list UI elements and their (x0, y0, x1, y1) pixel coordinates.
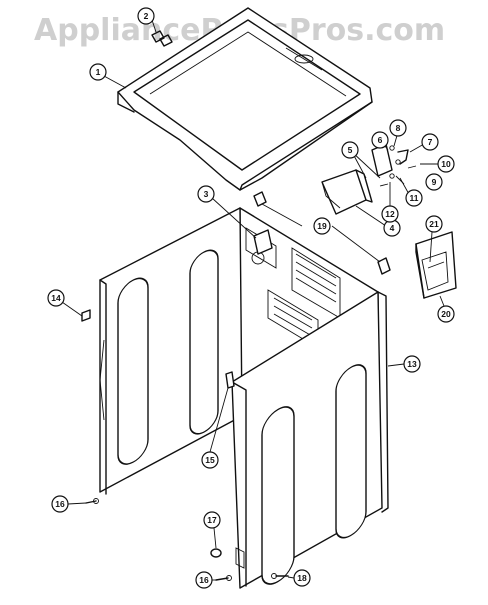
svg-text:5: 5 (348, 145, 353, 155)
callout-18: 18 (293, 569, 311, 587)
callout-20: 20 (437, 305, 455, 323)
screw-left-bottom[interactable] (85, 498, 99, 504)
svg-text:9: 9 (432, 177, 437, 187)
callout-12: 12 (381, 205, 399, 223)
lid-switch[interactable] (371, 143, 393, 177)
callout-13: 13 (403, 355, 421, 373)
callout-14: 14 (47, 289, 65, 307)
svg-text:7: 7 (428, 137, 433, 147)
svg-text:8: 8 (396, 123, 401, 133)
lid-switch-bracket[interactable] (321, 169, 373, 215)
svg-text:2: 2 (144, 11, 149, 21)
cabinet-left-side-panel[interactable] (99, 207, 243, 495)
callout-16-left: 16 (51, 495, 69, 513)
inner-bracket[interactable] (253, 229, 273, 255)
svg-text:12: 12 (385, 209, 395, 219)
callout-10: 10 (437, 155, 455, 173)
svg-text:11: 11 (410, 193, 419, 203)
svg-text:18: 18 (297, 573, 307, 583)
callout-2: 2 (137, 7, 155, 25)
callout-4: 4 (383, 219, 401, 237)
svg-text:16: 16 (199, 575, 209, 585)
svg-text:21: 21 (429, 219, 439, 229)
svg-text:10: 10 (441, 159, 451, 169)
callout-6: 6 (371, 131, 389, 149)
callout-8: 8 (389, 119, 407, 137)
callout-5: 5 (341, 141, 359, 159)
svg-text:4: 4 (390, 223, 395, 233)
hinge-bracket-left[interactable] (253, 191, 267, 207)
hinge-bracket-right[interactable] (377, 257, 391, 275)
svg-text:1: 1 (96, 67, 101, 77)
callout-11: 11 (405, 189, 423, 207)
callout-9: 9 (425, 173, 443, 191)
front-screw[interactable] (271, 573, 289, 579)
callout-21: 21 (425, 215, 443, 233)
cabinet-front-panel[interactable] (231, 291, 389, 591)
screw-front-bottom[interactable] (215, 575, 232, 581)
control-box[interactable] (415, 231, 457, 299)
panel-clip-left[interactable] (81, 309, 91, 322)
callout-17: 17 (203, 511, 221, 529)
svg-text:20: 20 (441, 309, 451, 319)
svg-text:13: 13 (407, 359, 417, 369)
top-screw-pair[interactable] (151, 30, 173, 47)
callout-15: 15 (201, 451, 219, 469)
top-panel[interactable] (117, 7, 373, 191)
switch-hardware[interactable] (379, 145, 417, 187)
callout-7: 7 (421, 133, 439, 151)
svg-text:3: 3 (204, 189, 209, 199)
svg-text:17: 17 (207, 515, 217, 525)
svg-text:19: 19 (317, 221, 327, 231)
svg-text:6: 6 (378, 135, 383, 145)
svg-text:14: 14 (51, 293, 61, 303)
callout-3: 3 (197, 185, 215, 203)
callout-16-front: 16 (195, 571, 213, 589)
callout-1: 1 (89, 63, 107, 81)
leveling-leg[interactable] (210, 548, 222, 558)
side-clip[interactable] (225, 371, 235, 389)
svg-text:15: 15 (205, 455, 215, 465)
svg-text:16: 16 (55, 499, 65, 509)
callout-19: 19 (313, 217, 331, 235)
